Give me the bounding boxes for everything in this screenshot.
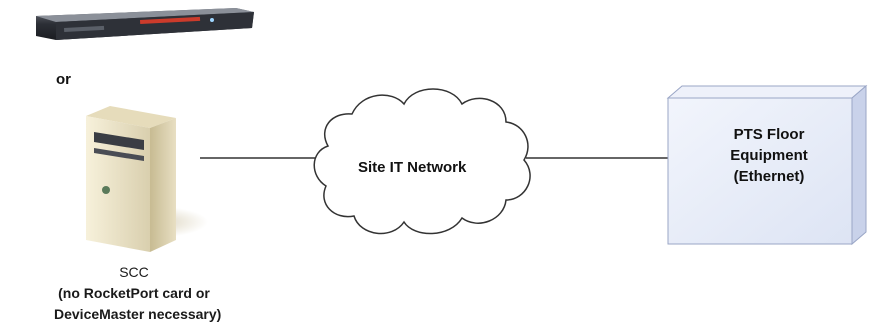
pts-label-line-3: (Ethernet): [733, 168, 805, 185]
pts-label-line-1: PTS Floor: [733, 126, 805, 143]
rack-server-icon: [36, 8, 254, 40]
or-label: or: [56, 71, 71, 88]
network-label: Site IT Network: [358, 159, 467, 176]
pts-equipment-label: PTS Floor Equipment (Ethernet): [686, 124, 852, 187]
scc-label-line-1: SCC: [119, 264, 149, 280]
tower-pc-icon: [86, 106, 208, 252]
scc-label-line-2: (no RocketPort card or: [58, 285, 210, 301]
pts-label-line-2: Equipment: [730, 147, 808, 164]
scc-label-line-3: DeviceMaster necessary): [54, 306, 222, 322]
scc-label: SCC (no RocketPort card or DeviceMaster …: [54, 262, 222, 325]
cloud-icon: [313, 88, 531, 235]
pts-equipment-box: [666, 84, 868, 246]
